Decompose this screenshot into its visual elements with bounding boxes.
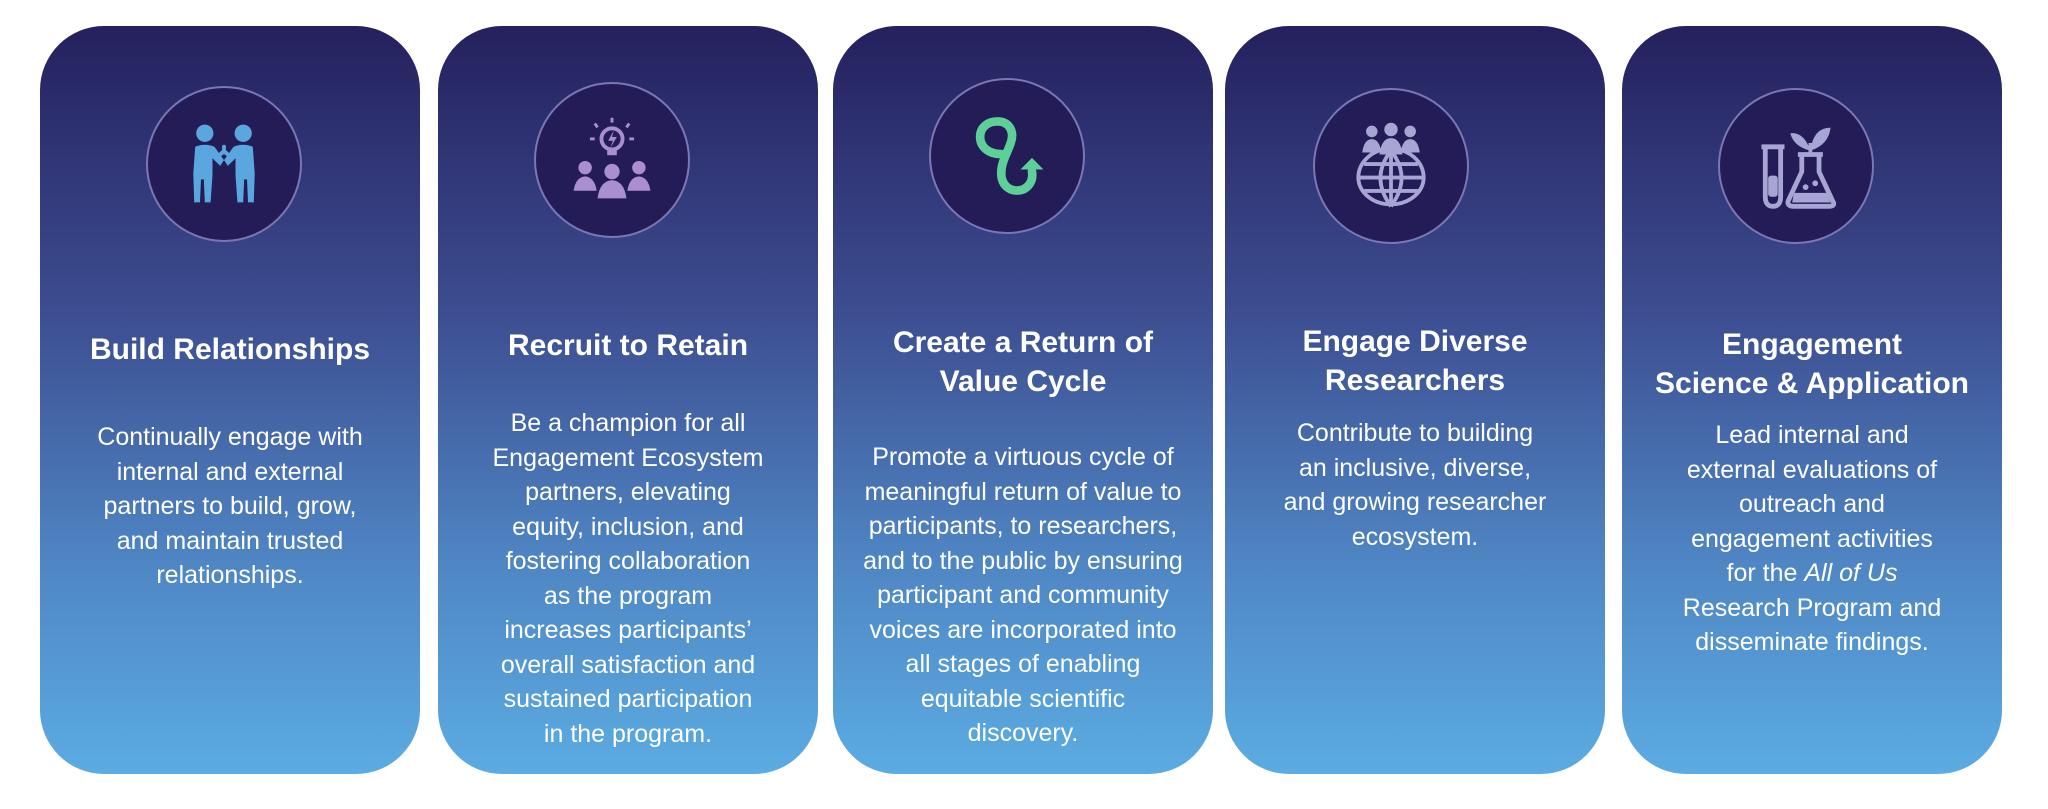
card-description-text: Lead internal and external evaluations o…	[1686, 421, 1938, 587]
card-description: Lead internal and external evaluations o…	[1640, 418, 1984, 660]
icon-circle	[146, 86, 302, 242]
card-title: Engage Diverse Researchers	[1302, 325, 1528, 397]
program-name-italic: All of Us	[1804, 559, 1898, 587]
lab-flask-icon	[1761, 127, 1837, 209]
cycle-arrow-icon	[975, 117, 1044, 195]
card-description: Continually engage with internal and ext…	[97, 423, 363, 589]
card-title: Create a Return of Value Cycle	[892, 326, 1154, 398]
card-title: Engagement Science & Application	[1655, 328, 1969, 400]
globe-people-icon	[1356, 122, 1426, 208]
card-recruit-to-retain: Recruit to Retain Be a champion for all …	[438, 26, 818, 774]
card-description: Be a champion for all Engagement Ecosyst…	[492, 409, 764, 748]
lightbulb-group-icon	[573, 117, 651, 199]
card-description: Contribute to building an inclusive, div…	[1283, 419, 1547, 551]
card-return-of-value-cycle: Create a Return of Value Cycle Promote a…	[833, 26, 1213, 774]
handshake-people-icon	[193, 124, 255, 203]
card-description: Promote a virtuous cycle of meaningful r…	[863, 443, 1183, 747]
card-title: Build Relationships	[89, 333, 371, 366]
icon-circle	[1718, 88, 1874, 244]
icon-circle	[1313, 88, 1469, 244]
card-description-text: Research Program and disseminate finding…	[1682, 593, 1942, 657]
icon-circle	[929, 78, 1085, 234]
card-engagement-science: Engagement Science & Application Lead in…	[1622, 26, 2002, 774]
icon-circle	[534, 82, 690, 238]
card-build-relationships: Build Relationships Continually engage w…	[40, 26, 420, 774]
card-engage-diverse-researchers: Engage Diverse Researchers Contribute to…	[1225, 26, 1605, 774]
card-title: Recruit to Retain	[507, 329, 749, 362]
